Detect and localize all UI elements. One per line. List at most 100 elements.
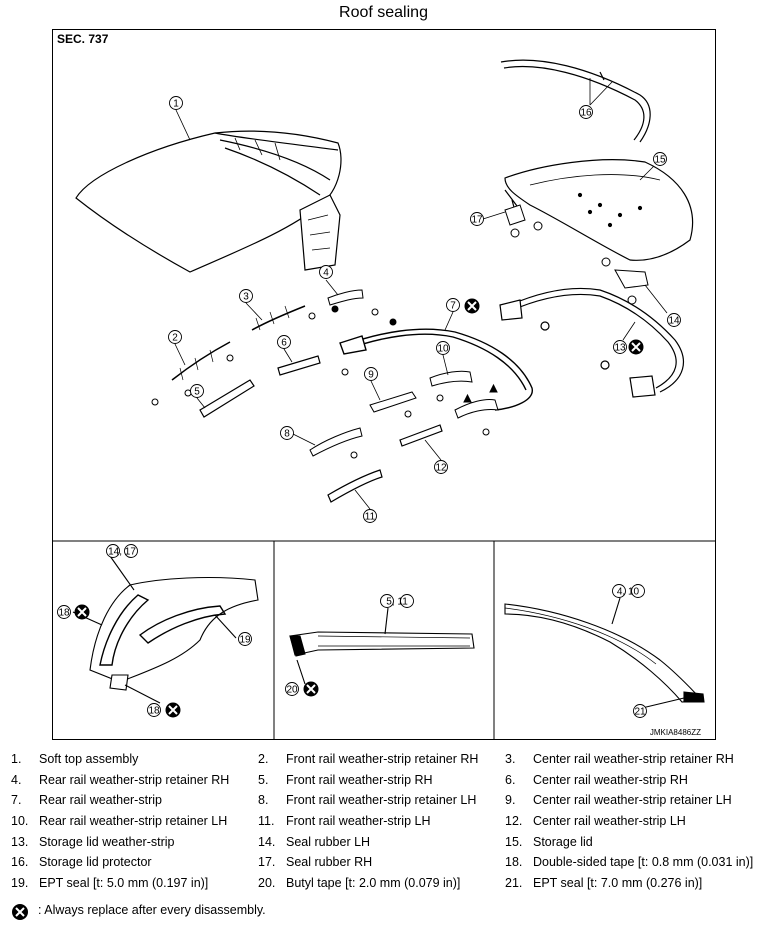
callout-3: 3 [243,292,249,303]
front-rail-weather-strip-lh [327,469,383,503]
legend-number: 14. [258,834,276,849]
callout-4: 4 [323,268,329,279]
legend-number: 12. [505,814,523,829]
legend-number: 16. [11,855,29,870]
replace-note-text: : Always replace after every disassembly… [38,903,266,917]
legend-number: 6. [505,772,516,787]
callout-19: 19 [239,635,251,646]
legend-row: 16. Storage lid protector 17. Seal rubber R… [0,855,767,876]
parts-legend: 1. Soft top assembly 2. Front rail weather-… [0,752,767,897]
front-rail-weather-strip-rh [199,379,255,418]
legend-part-name: Storage lid [533,834,593,849]
legend-number: 8. [258,793,269,808]
legend-number: 15. [505,834,523,849]
legend-part-name: Butyl tape [t: 2.0 mm (0.079 in)] [286,876,461,891]
legend-part-name: Front rail weather-strip LH [286,814,431,829]
callout-10: 10 [437,344,449,355]
callout-18-b: 18 [148,706,160,717]
legend-part-name: Front rail weather-strip retainer LH [286,793,477,808]
callout-8: 8 [284,429,290,440]
legend-number: 13. [11,834,29,849]
legend-number: 21. [505,876,523,891]
leader-lines [174,78,668,510]
legend-row: 13. Storage lid weather-strip 14. Seal rubb… [0,835,767,856]
legend-row: 19. EPT seal [t: 5.0 mm (0.197 in)] 20. But… [0,876,767,897]
seal-rubber-rh [504,204,543,238]
callout-1: 1 [173,99,179,110]
replace-x-icon [12,904,28,920]
storage-lid [504,159,694,261]
callout-12: 12 [435,463,447,474]
legend-row: 1. Soft top assembly 2. Front rail weather-… [0,752,767,773]
legend-part-name: Front rail weather-strip RH [286,772,433,787]
legend-part-name: Center rail weather-strip retainer LH [533,793,732,808]
callout-5: 5 [194,387,200,398]
rear-rail-weather-strip [339,328,533,411]
storage-lid-weather-strip [499,287,684,398]
center-rail-weather-strip-rh [277,355,321,376]
legend-row: 7. Rear rail weather-strip 8. Front rail we… [0,793,767,814]
callout-9: 9 [368,370,374,381]
legend-number: 1. [11,752,22,766]
section-label: SEC. 737 [57,32,109,46]
callout-18-a: 18 [58,608,70,619]
callout-14-17: 14, 17 [108,547,136,558]
legend-part-name: Seal rubber RH [286,855,373,870]
callout-13: 13 [614,343,626,354]
legend-number: 10. [11,814,29,829]
center-rail-retainer-rh [226,305,306,362]
legend-part-name: Seal rubber LH [286,834,371,849]
callout-4-10: 4, 10 [617,587,640,598]
legend-number: 19. [11,876,29,891]
legend-number: 17. [258,855,276,870]
callout-14: 14 [668,316,680,327]
detail-front-rail-strip [289,607,475,685]
legend-part-name: Rear rail weather-strip retainer LH [39,814,228,829]
legend-part-name: Center rail weather-strip retainer RH [533,752,734,766]
callout-20: 20 [286,685,298,696]
diagram-frame: SEC. 737 JMKIA8486ZZ [52,29,716,740]
center-rail-weather-strip-lh [399,424,443,447]
callout-2: 2 [172,333,178,344]
reference-code: JMKIA8486ZZ [649,728,701,737]
legend-part-name: Storage lid protector [39,855,152,870]
legend-part-name: EPT seal [t: 5.0 mm (0.197 in)] [39,876,209,891]
callout-17: 17 [471,215,483,226]
callout-6: 6 [281,338,287,349]
legend-number: 18. [505,855,523,870]
legend-part-name: Storage lid weather-strip [39,834,175,849]
legend-part-name: EPT seal [t: 7.0 mm (0.276 in)] [533,876,703,891]
legend-row: 10. Rear rail weather-strip retainer LH 11… [0,814,767,835]
legend-number: 2. [258,752,269,766]
callout-21: 21 [634,707,646,718]
rear-rail-retainer-rh [308,289,397,326]
seal-rubber-lh [601,257,649,305]
storage-lid-protector [500,59,651,143]
legend-part-name: Soft top assembly [39,752,139,766]
legend-part-name: Center rail weather-strip RH [533,772,688,787]
front-rail-retainer-rh [151,341,231,406]
detail-rear-rail-retainer [504,597,705,709]
rear-rail-retainer-lh [429,370,499,436]
callout-5-11: 5, 11 [386,597,408,608]
legend-number: 4. [11,772,22,787]
page-title: Roof sealing [339,4,428,21]
callout-7: 7 [450,301,456,312]
legend-number: 20. [258,876,276,891]
legend-part-name: Rear rail weather-strip retainer RH [39,772,230,787]
callout-15: 15 [654,155,666,166]
legend-part-name: Center rail weather-strip LH [533,814,686,829]
detail-seal-rubber [72,555,259,704]
callout-11: 11 [365,512,376,523]
legend-number: 9. [505,793,516,808]
legend-part-name: Double-sided tape [t: 0.8 mm (0.031 in)] [533,855,754,870]
legend-part-name: Rear rail weather-strip [39,793,162,808]
legend-row: 4. Rear rail weather-strip retainer RH 5. F… [0,773,767,794]
legend-number: 5. [258,772,269,787]
legend-number: 11. [258,814,275,829]
front-rail-retainer-lh [309,427,363,459]
legend-number: 7. [11,793,22,808]
center-rail-retainer-lh [341,368,417,418]
legend-part-name: Front rail weather-strip retainer RH [286,752,479,766]
